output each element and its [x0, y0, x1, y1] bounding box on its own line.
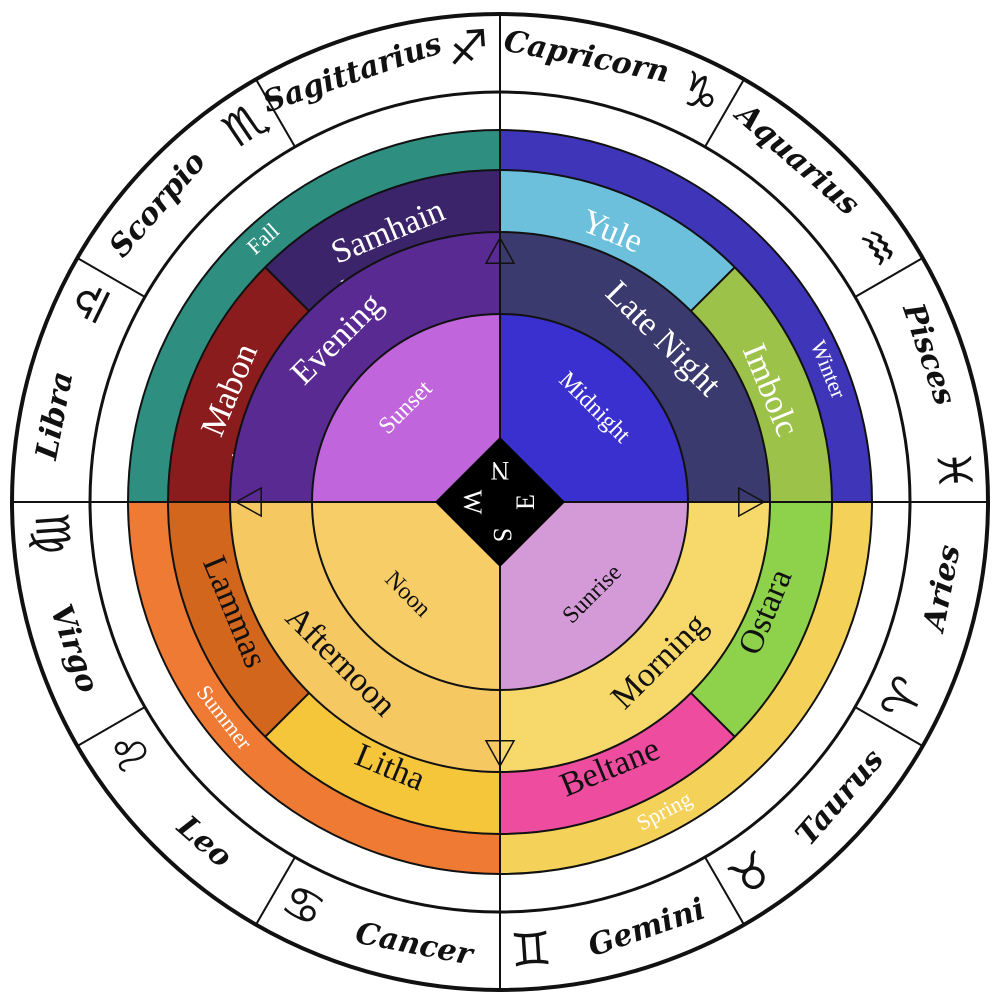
direction-west: W	[458, 490, 487, 515]
zodiac-divider	[704, 856, 745, 926]
zodiac-divider	[854, 257, 924, 298]
time-segment-afternoon	[230, 502, 500, 772]
element-triangle-0	[484, 236, 516, 264]
time-segment-morning	[500, 502, 770, 772]
wheel-dividers	[12, 14, 988, 990]
direction-south: S	[488, 528, 517, 542]
compass-center: N E S W	[435, 437, 565, 567]
inner-segment-sunset	[312, 314, 500, 502]
element-triangle-3	[234, 486, 262, 518]
sabbat-divider	[264, 692, 310, 738]
zodiac-divider	[255, 78, 296, 148]
element-triangle-1	[738, 486, 766, 518]
zodiac-divider	[76, 706, 146, 747]
sabbat-divider	[690, 266, 736, 312]
time-segment-late-night	[500, 232, 770, 502]
zodiac-divider	[704, 78, 745, 148]
inner-segment-noon	[312, 502, 500, 690]
zodiac-divider	[854, 706, 924, 747]
compass-diamond	[435, 437, 565, 567]
inner-segment-sunrise	[500, 502, 688, 690]
sabbat-divider	[264, 266, 310, 312]
zodiac-divider	[76, 257, 146, 298]
zodiac-symbol-gemini: ♊	[509, 921, 554, 978]
sabbat-divider	[690, 692, 736, 738]
direction-east: E	[511, 494, 540, 510]
time-segment-evening	[230, 232, 500, 502]
zodiac-symbol-sagittarius: ♐	[446, 19, 491, 76]
element-triangle-2	[484, 740, 516, 768]
zodiac-divider	[255, 856, 296, 926]
direction-north: N	[490, 456, 509, 485]
zodiac-symbol-pisces: ♓	[926, 448, 983, 493]
element-markers	[234, 236, 766, 768]
inner-segment-midnight	[500, 314, 688, 502]
zodiac-symbol-virgo: ♍	[24, 511, 81, 556]
